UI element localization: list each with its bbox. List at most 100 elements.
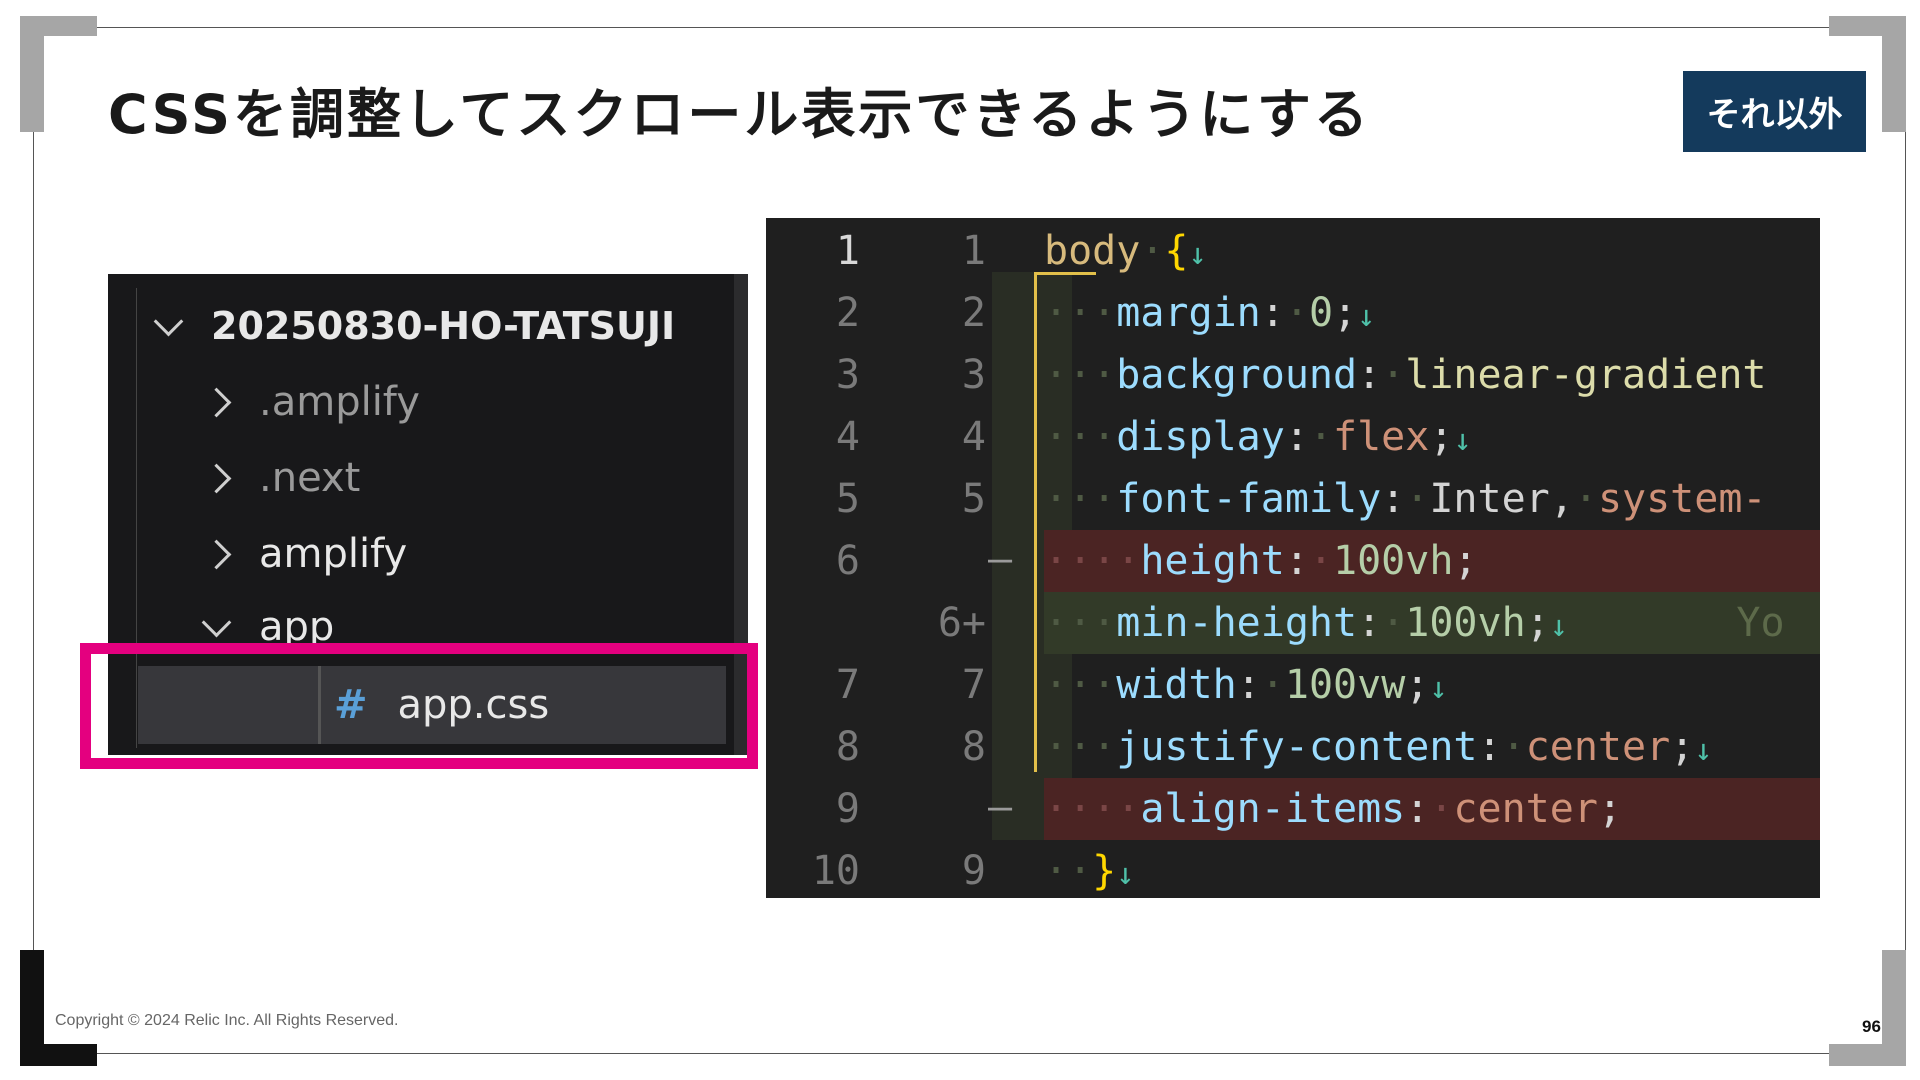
code-token: ; — [1333, 290, 1358, 336]
code-token: min-height — [1116, 600, 1358, 646]
code-text: ···background:·linear-gradient — [1044, 352, 1767, 398]
tree-item-next[interactable]: .next — [108, 440, 748, 516]
code-token: 0 — [1308, 290, 1334, 336]
code-token: flex — [1333, 414, 1430, 460]
modified-line-number: 9 — [961, 848, 986, 894]
code-token: ↓ — [1188, 237, 1207, 272]
code-token: ↓ — [1116, 857, 1135, 892]
code-text: ···font-family:·Inter,·system- — [1044, 476, 1767, 522]
code-token: : — [1236, 662, 1261, 708]
tree-item-app-css-selected[interactable]: # app.css — [138, 666, 726, 744]
diff-line-removed[interactable]: 9—····align-items:·center; — [766, 778, 1820, 840]
code-token: Yo — [1567, 600, 1785, 646]
code-token: · — [1429, 786, 1454, 832]
code-token: ·· — [1044, 848, 1093, 894]
original-line-number: 10 — [811, 848, 860, 894]
corner-mark-top-right — [1882, 16, 1906, 132]
code-token: center — [1525, 724, 1671, 770]
tree-item-label: amplify — [259, 531, 408, 577]
code-token: · — [1381, 352, 1406, 398]
diff-line[interactable]: 10 9 ··}↓ — [766, 840, 1820, 898]
code-text: ···justify-content:·center;↓ — [1044, 724, 1712, 770]
chevron-down-icon — [153, 306, 184, 336]
code-token: margin — [1116, 290, 1261, 336]
code-token: { — [1164, 228, 1189, 274]
modified-line-number: 2 — [961, 290, 986, 336]
copyright-notice: Copyright © 2024 Relic Inc. All Rights R… — [55, 1012, 399, 1029]
corner-mark-bottom-right — [1882, 950, 1906, 1066]
tree-item-amplify[interactable]: amplify — [108, 516, 748, 592]
file-explorer: 20250830-HO-TATSUJI .amplify .next ampli… — [108, 274, 748, 755]
code-token: system- — [1597, 476, 1767, 522]
code-token: : — [1477, 724, 1502, 770]
code-token: · — [1381, 600, 1406, 646]
code-token: ··· — [1044, 414, 1117, 460]
tree-item-amplify-hidden[interactable]: .amplify — [108, 364, 748, 440]
code-token: · — [1308, 538, 1334, 584]
removed-line-background — [1044, 778, 1820, 840]
code-token: : — [1357, 600, 1382, 646]
code-token: : — [1284, 414, 1309, 460]
callout-highlight-box — [80, 643, 758, 769]
code-text: ····align-items:·center; — [1044, 786, 1622, 832]
code-token: : — [1260, 290, 1285, 336]
root-folder-label: 20250830-HO-TATSUJI — [211, 304, 676, 348]
diff-line-added[interactable]: 6+···min-height:·100vh;↓ Yo — [766, 592, 1820, 654]
explorer-root-folder[interactable]: 20250830-HO-TATSUJI — [108, 288, 748, 364]
code-token: ; — [1429, 414, 1454, 460]
code-token: height — [1140, 538, 1285, 584]
code-token: center — [1453, 786, 1598, 832]
code-token: ↓ — [1549, 609, 1568, 644]
code-token: Inter, — [1429, 476, 1574, 522]
code-token: 100vh — [1333, 538, 1454, 584]
bracket-guide — [1034, 272, 1037, 772]
code-token: · — [1308, 414, 1334, 460]
tree-item-app[interactable]: app — [108, 592, 748, 662]
code-text: ···min-height:·100vh;↓ Yo — [1044, 600, 1785, 646]
diff-line-removed[interactable]: 6—····height:·100vh; — [766, 530, 1820, 592]
code-token: ···· — [1044, 538, 1141, 584]
original-line-number: 2 — [835, 290, 860, 336]
modified-line-number: 3 — [961, 352, 986, 398]
original-line-number: 1 — [835, 228, 860, 274]
code-token: ; — [1670, 724, 1695, 770]
modified-line-number: 7 — [961, 662, 986, 708]
code-token: align-items — [1140, 786, 1406, 832]
chevron-right-icon — [201, 463, 232, 493]
code-token: ··· — [1044, 600, 1117, 646]
chevron-right-icon — [201, 539, 232, 569]
diff-line[interactable]: 1 1 body·{↓ — [766, 220, 1820, 282]
original-line-number: 6 — [835, 538, 860, 584]
code-text: body·{↓ — [1044, 228, 1207, 274]
code-token: } — [1092, 848, 1117, 894]
code-token: ··· — [1044, 352, 1117, 398]
original-line-number: 9 — [835, 786, 860, 832]
slide-title: CSSを調整してスクロール表示できるようにする — [108, 83, 1371, 146]
explorer-scrollbar[interactable] — [734, 274, 748, 755]
original-line-number: 4 — [835, 414, 860, 460]
code-token: ↓ — [1694, 733, 1713, 768]
modified-line-number: 1 — [961, 228, 986, 274]
tree-indent-guide — [136, 288, 137, 748]
corner-mark-bottom-left — [20, 950, 44, 1066]
chevron-down-icon — [201, 607, 232, 637]
modified-line-number: 8 — [961, 724, 986, 770]
code-token: 100vh — [1405, 600, 1526, 646]
original-line-number: 7 — [835, 662, 860, 708]
code-text: ····height:·100vh; — [1044, 538, 1478, 584]
code-token: ··· — [1044, 290, 1117, 336]
css-file-icon: # — [334, 682, 368, 728]
code-token: justify-content — [1116, 724, 1478, 770]
code-token: ; — [1597, 786, 1623, 832]
code-token: ··· — [1044, 724, 1117, 770]
code-token: ; — [1405, 662, 1430, 708]
code-token: display — [1116, 414, 1285, 460]
page-number: 96 — [1862, 1017, 1881, 1036]
